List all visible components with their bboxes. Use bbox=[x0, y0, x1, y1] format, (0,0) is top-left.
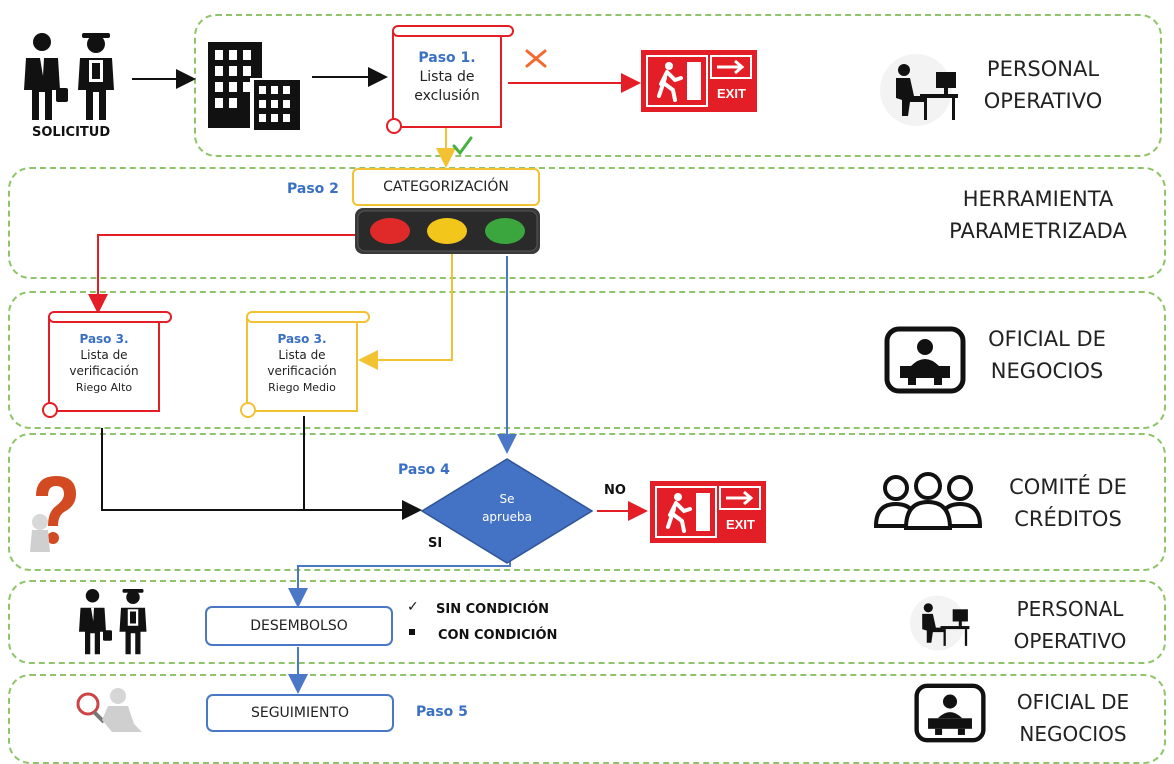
scroll-curl bbox=[240, 402, 256, 418]
role-line: NEGOCIOS bbox=[990, 359, 1104, 383]
role-line: OFICIAL DE bbox=[988, 327, 1106, 351]
exit-label: EXIT bbox=[726, 517, 755, 532]
office-worker-icon bbox=[880, 52, 964, 128]
categorizacion-box: CATEGORIZACIÓN bbox=[352, 168, 540, 206]
scroll-curl bbox=[42, 402, 58, 418]
lane-herramienta-parametrizada bbox=[8, 167, 1166, 279]
x-mark-icon bbox=[525, 49, 547, 68]
lane-oficial-negocios-1 bbox=[8, 291, 1166, 429]
role-line: NEGOCIOS bbox=[1019, 722, 1127, 746]
role-label: PERSONAL OPERATIVO bbox=[968, 53, 1118, 117]
square-bullet-icon bbox=[409, 629, 415, 635]
role-line: OPERATIVO bbox=[1013, 629, 1127, 653]
arrow-si-to-desembolso bbox=[288, 560, 511, 608]
exit-sign-icon: EXIT bbox=[641, 50, 757, 112]
paso1-scroll: Paso 1. Lista de exclusión bbox=[386, 25, 514, 134]
check-bullet-icon: ✓ bbox=[407, 599, 419, 615]
line-alto-to-paso4 bbox=[101, 428, 422, 520]
role-line: OFICIAL DE bbox=[1016, 690, 1130, 714]
paso3-alto-scroll: Paso 3. Lista de verificación Riego Alto bbox=[42, 311, 172, 418]
paso3-medio-line2: verificación bbox=[267, 364, 337, 378]
paso3-medio-line3: Riego Medio bbox=[268, 381, 336, 394]
solicitud-label: SOLICITUD bbox=[32, 125, 111, 140]
scroll-roll bbox=[246, 311, 370, 323]
paso3-medio-scroll: Paso 3. Lista de verificación Riego Medi… bbox=[240, 311, 370, 418]
business-officer-icon bbox=[884, 326, 966, 394]
paso4-step: Paso 4 bbox=[398, 462, 450, 478]
committee-group-icon bbox=[873, 470, 983, 532]
paso4-line1: Se bbox=[499, 492, 515, 506]
paso1-line2: exclusión bbox=[414, 88, 480, 104]
scroll-roll bbox=[48, 311, 172, 323]
business-officer-icon bbox=[914, 682, 986, 744]
no-label: NO bbox=[604, 483, 626, 498]
categorizacion-label: CATEGORIZACIÓN bbox=[383, 179, 509, 195]
role-label: HERRAMIENTA PARAMETRIZADA bbox=[925, 183, 1151, 247]
check-mark-icon bbox=[452, 136, 473, 156]
role-line: OPERATIVO bbox=[983, 89, 1103, 113]
seguimiento-box: SEGUIMIENTO bbox=[206, 694, 394, 732]
exit-label: EXIT bbox=[717, 86, 746, 101]
desembolso-label: DESEMBOLSO bbox=[250, 618, 348, 634]
si-label: SI bbox=[428, 536, 443, 551]
paso3-alto-line3: Riego Alto bbox=[75, 381, 133, 394]
scroll-roll bbox=[392, 25, 514, 37]
paso3-medio-line1: Lista de bbox=[278, 348, 326, 362]
role-line: PERSONAL bbox=[986, 57, 1100, 81]
magnifier-person-icon bbox=[72, 684, 148, 738]
role-line: PERSONAL bbox=[1016, 597, 1124, 621]
seguimiento-label: SEGUIMIENTO bbox=[250, 705, 350, 721]
role-label: OFICIAL DE NEGOCIOS bbox=[998, 686, 1148, 750]
decision-diamond: Se aprueba bbox=[420, 458, 594, 564]
buildings-icon bbox=[208, 38, 300, 130]
role-label: PERSONAL OPERATIVO bbox=[995, 593, 1145, 657]
question-person-icon bbox=[26, 474, 82, 554]
paso4-line2: aprueba bbox=[482, 510, 532, 524]
role-label: COMITÉ DE CRÉDITOS bbox=[985, 471, 1151, 535]
businessmen-icon bbox=[70, 588, 154, 656]
paso3-alto-step: Paso 3. bbox=[79, 332, 129, 346]
paso5-step: Paso 5 bbox=[416, 704, 468, 720]
traffic-light-icon bbox=[355, 208, 540, 254]
role-label: OFICIAL DE NEGOCIOS bbox=[972, 323, 1122, 387]
businessmen-icon bbox=[12, 32, 124, 122]
role-line: PARAMETRIZADA bbox=[949, 219, 1127, 243]
paso1-line1: Lista de bbox=[419, 69, 475, 85]
desembolso-box: DESEMBOLSO bbox=[205, 606, 393, 646]
arrow-red-to-paso3-alto bbox=[88, 234, 358, 314]
paso3-alto-line1: Lista de bbox=[80, 348, 128, 362]
sin-condicion-label: SIN CONDICIÓN bbox=[436, 602, 550, 617]
scroll-curl bbox=[386, 118, 402, 134]
arrow-yellow-to-paso3-medio bbox=[358, 252, 453, 370]
lane-comite-creditos bbox=[8, 433, 1166, 571]
paso2-step: Paso 2 bbox=[287, 181, 339, 197]
office-worker-icon bbox=[910, 594, 974, 652]
role-line: CRÉDITOS bbox=[1014, 507, 1122, 531]
exit-sign-icon: EXIT bbox=[650, 481, 766, 543]
role-line: COMITÉ DE bbox=[1009, 475, 1127, 499]
con-condicion-label: CON CONDICIÓN bbox=[438, 628, 558, 643]
paso3-medio-step: Paso 3. bbox=[277, 332, 327, 346]
role-line: HERRAMIENTA bbox=[962, 187, 1114, 211]
lane-personal-operativo-2 bbox=[8, 580, 1166, 664]
paso1-step: Paso 1. bbox=[418, 50, 476, 66]
paso3-alto-line2: verificación bbox=[69, 364, 139, 378]
